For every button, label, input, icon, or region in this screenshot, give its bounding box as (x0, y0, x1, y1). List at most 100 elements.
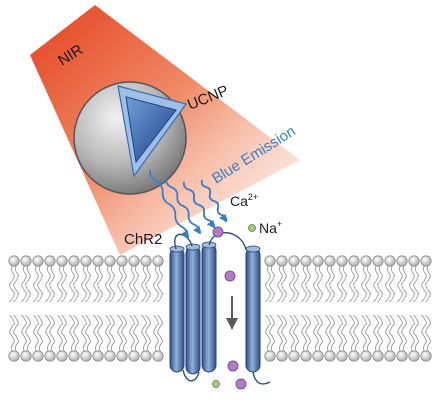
lipid-head (116, 255, 128, 267)
calcium-charge: 2+ (248, 192, 258, 202)
lipid-tail (37, 265, 43, 303)
lipid-tail (117, 265, 123, 303)
lipid-tail (425, 314, 431, 352)
helix-left-3 (201, 241, 217, 373)
lipid-tail (45, 265, 51, 303)
sodium-ion (212, 380, 220, 388)
lipid-tail (33, 314, 39, 352)
lipid-head (348, 350, 360, 362)
lipid-head (152, 255, 164, 267)
lipid-head (312, 255, 324, 267)
lipid-tail (157, 265, 163, 303)
lipid-head (92, 255, 104, 267)
lipid-head (80, 255, 92, 267)
lipid-tail (145, 314, 151, 352)
helix-right (245, 245, 261, 373)
lipid-tail (81, 265, 87, 303)
lipid-tail (81, 314, 87, 352)
emission-wave (149, 169, 189, 239)
lipid-tail (97, 265, 103, 303)
lipid-tail (121, 265, 127, 303)
emission-wave (200, 179, 228, 223)
lipid-tail (129, 314, 135, 352)
lipid-tail (69, 265, 75, 303)
lipid-head (152, 350, 164, 362)
lipid-tail (365, 314, 371, 352)
lipid-head (276, 255, 288, 267)
sodium-ion (248, 224, 256, 232)
lipid-tail (277, 265, 283, 303)
lipid-tail (37, 314, 43, 352)
channel-loop-bottom (182, 369, 271, 385)
lipid-tail (85, 265, 91, 303)
lipid-tail (413, 265, 419, 303)
lipid-head (92, 350, 104, 362)
lipid-tail (85, 314, 91, 352)
lipid-head (68, 350, 80, 362)
lipid-tail (269, 314, 275, 352)
lipid-head (8, 255, 20, 267)
lipid-tail (57, 314, 63, 352)
sodium-charge: + (277, 219, 282, 229)
lipid-tail (377, 314, 383, 352)
lipid-tail (337, 265, 343, 303)
lipid-head (80, 350, 92, 362)
ucnp-core (125, 96, 177, 164)
lipid-tail (397, 265, 403, 303)
sodium-label: Na+ (259, 219, 282, 236)
lipid-head (408, 255, 420, 267)
lipid-tail (157, 314, 163, 352)
lipid-head (8, 350, 20, 362)
lipid-head (420, 350, 432, 362)
lipid-tail (349, 314, 355, 352)
lipid-head (32, 350, 44, 362)
lipid-tail (349, 265, 355, 303)
lipid-tail (109, 314, 115, 352)
lipid-head (324, 350, 336, 362)
lipid-tail (61, 265, 67, 303)
blue-emission-waves (149, 169, 228, 239)
lipid-tail (93, 314, 99, 352)
lipid-tail (25, 314, 31, 352)
lipid-tail (389, 265, 395, 303)
lipid-tail (281, 314, 287, 352)
lipid-head (128, 350, 140, 362)
lipid-head (384, 350, 396, 362)
sodium-symbol: Na (259, 220, 277, 236)
lipid-head (336, 255, 348, 267)
lipid-tail (329, 314, 335, 352)
chr2-channel (169, 231, 271, 385)
lipid-tail (93, 265, 99, 303)
lipid-tail (129, 265, 135, 303)
lipid-head (56, 255, 68, 267)
lipid-head (56, 350, 68, 362)
lipid-tail (289, 265, 295, 303)
lipid-head (20, 350, 32, 362)
emission-wave (182, 181, 216, 229)
lipid-head (360, 255, 372, 267)
lipid-tail (117, 314, 123, 352)
lipid-tail (373, 314, 379, 352)
lipid-tail (305, 265, 311, 303)
lipid-tail (341, 265, 347, 303)
calcium-ion (224, 270, 236, 282)
lipid-tail (301, 314, 307, 352)
calcium-symbol: Ca (230, 193, 248, 209)
lipid-tail (385, 265, 391, 303)
lipid-head (116, 350, 128, 362)
lipid-head (276, 350, 288, 362)
lipid-tail (385, 314, 391, 352)
channel-loop-top (174, 231, 247, 251)
lipid-tail (69, 314, 75, 352)
lipid-head (360, 350, 372, 362)
lipid-tail (421, 265, 427, 303)
lipid-tail (57, 265, 63, 303)
lipid-tail (13, 314, 19, 352)
lipid-head (44, 350, 56, 362)
lipid-tail (277, 314, 283, 352)
lipid-tail (365, 265, 371, 303)
lipid-tail (49, 314, 55, 352)
lipid-tail (329, 265, 335, 303)
emission-wave (165, 177, 201, 235)
lipid-tail (269, 265, 275, 303)
